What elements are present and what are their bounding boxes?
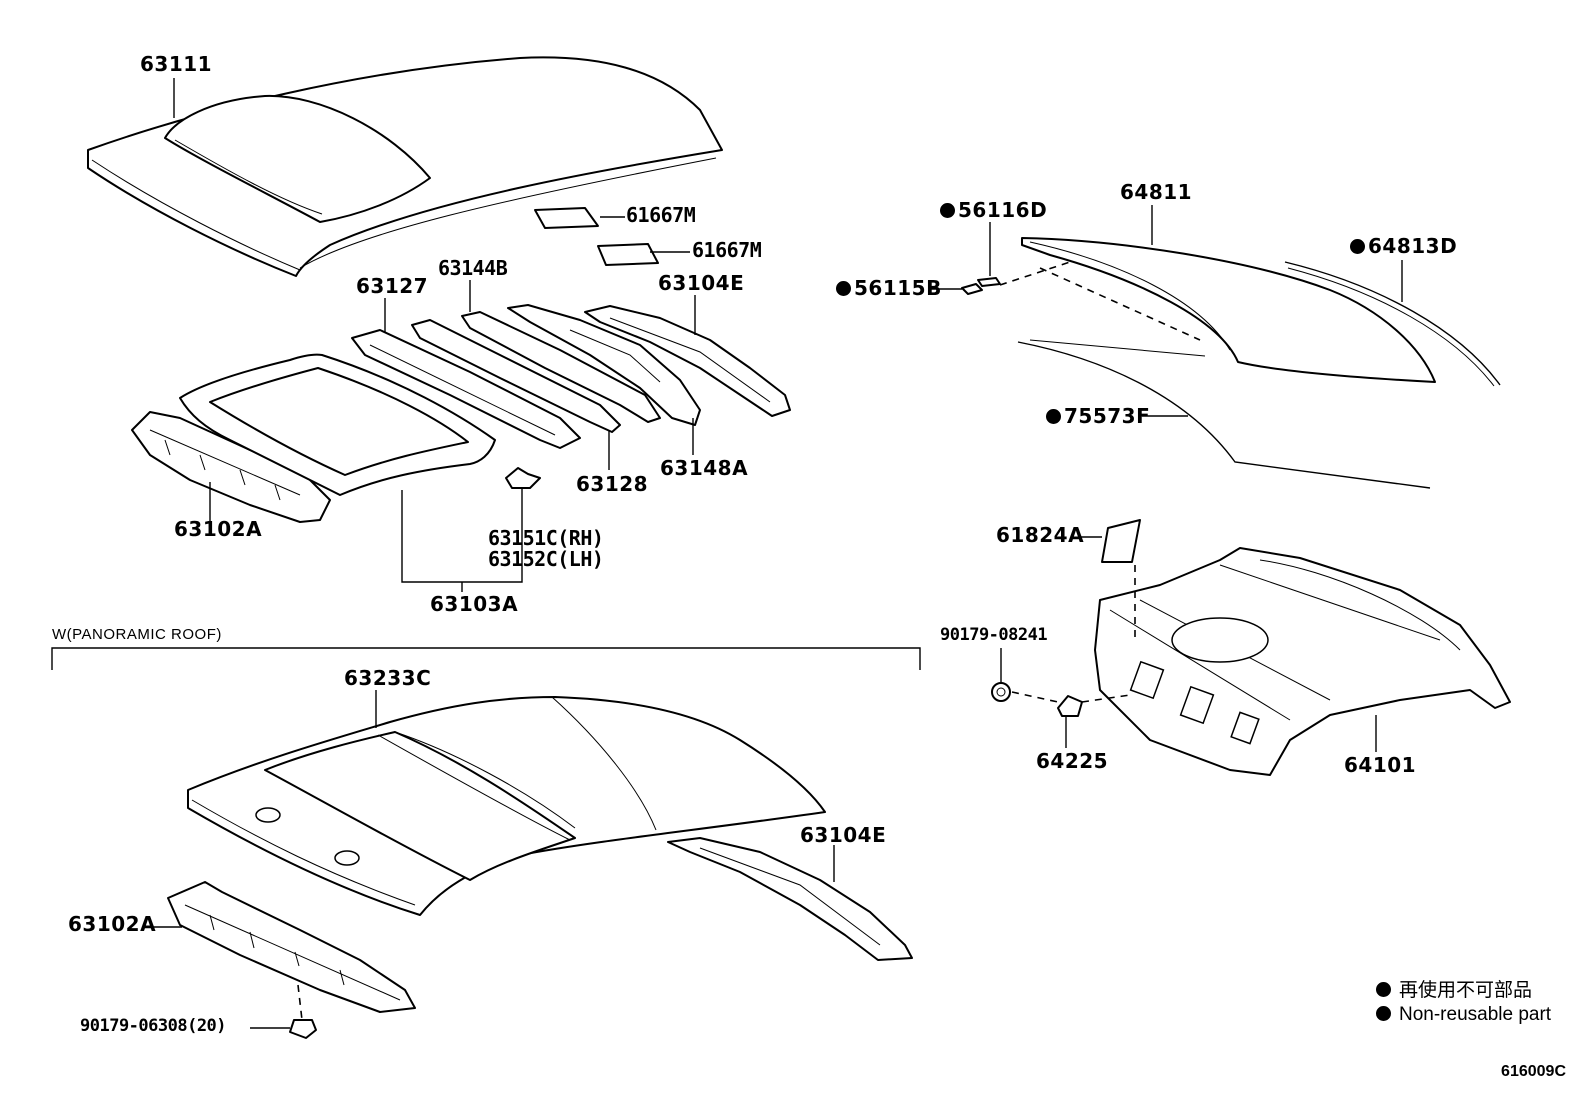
label-63111: 63111: [140, 52, 213, 76]
legend-en: Non-reusable part: [1376, 1005, 1551, 1024]
label-63102a-top: 63102A: [174, 517, 263, 541]
label-63148a: 63148A: [660, 456, 749, 480]
label-61667m-a: 61667M: [626, 203, 696, 227]
label-63103a: 63103A: [430, 592, 519, 616]
panoramic-bracket: [51, 647, 921, 670]
front-header-63102a: [131, 411, 331, 523]
roof-bow-63144b: [461, 311, 661, 423]
label-63144b: 63144B: [438, 256, 508, 280]
rear-header-63104e-panoramic: [667, 837, 913, 961]
label-61824a: 61824A: [996, 523, 1085, 547]
nut-90179-08241: [991, 682, 1011, 702]
roof-bow-63128: [411, 319, 621, 433]
pad-61824a: [1101, 519, 1141, 563]
roof-panel-63111: [87, 56, 723, 277]
non-reusable-dot-icon: [1350, 239, 1365, 254]
glass-spacer-56115b: [961, 283, 983, 295]
sunroof-frame-63103a: [179, 353, 496, 496]
label-56115b: 56115B: [836, 278, 942, 298]
roof-pads-61667m: [534, 207, 659, 266]
label-63128: 63128: [576, 472, 649, 496]
label-56116d: 56116D: [940, 200, 1047, 220]
front-header-63102a-panoramic: [167, 881, 416, 1013]
label-61667m-b: 61667M: [692, 238, 762, 262]
label-63152c: 63152C(LH): [488, 547, 604, 571]
label-63127: 63127: [356, 274, 429, 298]
non-reusable-dot-icon: [1046, 409, 1061, 424]
panoramic-roof-header: W(PANORAMIC ROOF): [52, 626, 222, 643]
label-63102a-bottom: 63102A: [68, 912, 157, 936]
label-63233c: 63233C: [344, 666, 432, 690]
label-63151c: 63151C(RH): [488, 526, 604, 550]
roof-bow-63148a: [507, 304, 701, 426]
label-63104e-top: 63104E: [658, 271, 745, 295]
moulding-64813d: [1284, 261, 1501, 387]
label-63104e-bottom: 63104E: [800, 823, 887, 847]
label-64811: 64811: [1120, 180, 1193, 204]
label-64101: 64101: [1344, 753, 1417, 777]
legend-jp: 再使用不可部品: [1376, 981, 1532, 1000]
package-tray-64101: [1094, 547, 1511, 776]
label-64225: 64225: [1036, 749, 1109, 773]
glass-spacer-56116d: [977, 277, 1001, 287]
non-reusable-dot-icon: [836, 281, 851, 296]
moulding-75573f: [1017, 339, 1431, 489]
non-reusable-dot-icon: [1376, 1006, 1391, 1021]
non-reusable-dot-icon: [1376, 982, 1391, 997]
label-90179-06308: 90179-06308(20): [80, 1016, 227, 1036]
roof-bow-63127: [351, 329, 581, 449]
bracket-63151c: [505, 467, 541, 489]
back-window-glass-64811: [999, 237, 1436, 383]
label-75573f: 75573F: [1046, 406, 1150, 426]
rear-header-63104e: [584, 305, 791, 417]
diagram-id: 616009C: [1501, 1063, 1566, 1080]
label-90179-08241: 90179-08241: [940, 625, 1048, 645]
nut-90179-06308: [289, 1019, 317, 1039]
bracket-64225: [1057, 695, 1083, 717]
label-64813d: 64813D: [1350, 236, 1457, 256]
non-reusable-dot-icon: [940, 203, 955, 218]
panoramic-roof-63233c: [187, 696, 826, 916]
